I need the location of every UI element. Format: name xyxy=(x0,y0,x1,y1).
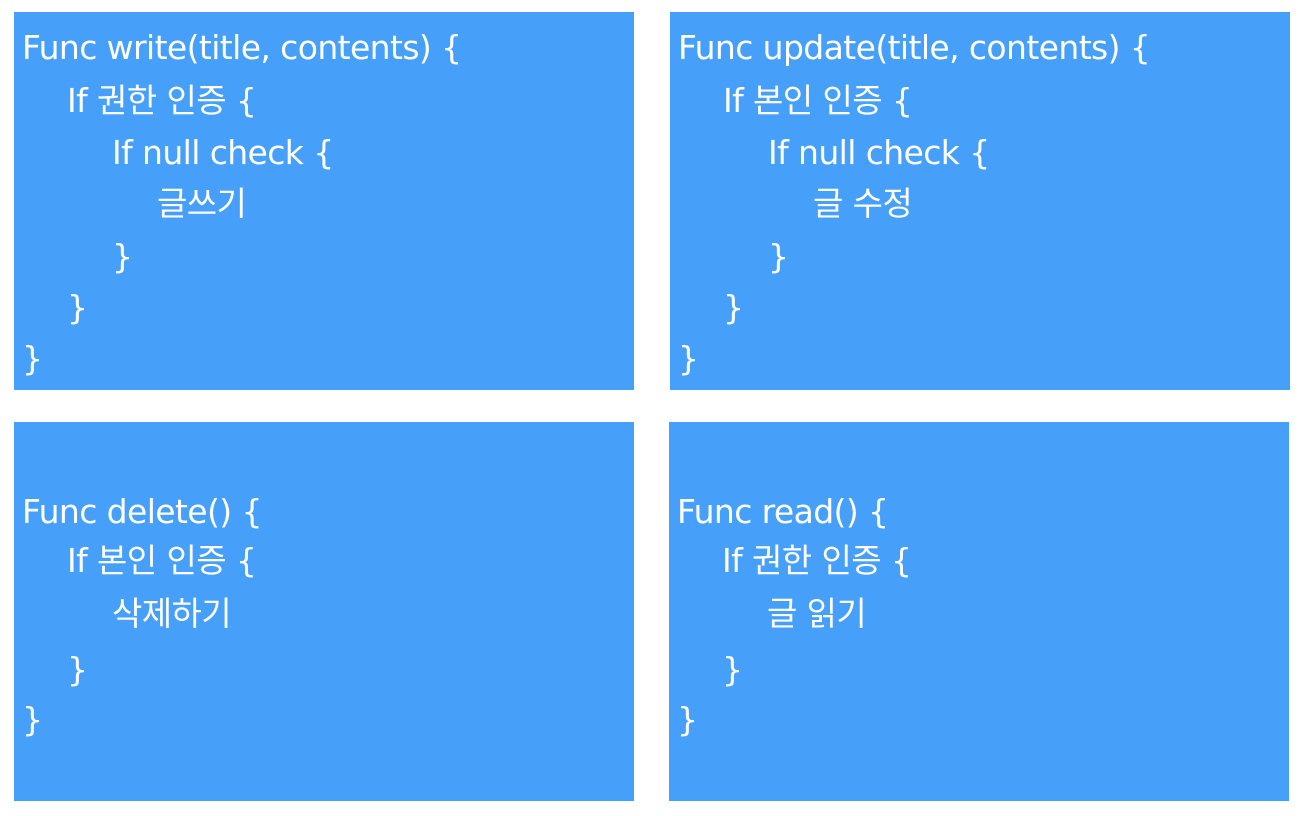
delete-auth-check: If 본인 인증 { xyxy=(67,541,257,580)
delete-auth-check-close: } xyxy=(67,650,88,689)
write-auth-check: If 권한 인증 { xyxy=(67,81,257,120)
write-func-signature: Func write(title, contents) { xyxy=(22,28,462,67)
write-action: 글쓰기 xyxy=(157,184,247,223)
update-func-close: } xyxy=(678,339,699,378)
read-auth-check: If 권한 인증 { xyxy=(722,541,912,580)
read-action: 글 읽기 xyxy=(767,594,867,633)
write-null-check: If null check { xyxy=(112,133,334,172)
read-auth-check-close: } xyxy=(722,650,743,689)
read-func-close: } xyxy=(677,700,698,739)
read-function-panel: Func read() { If 권한 인증 { 글 읽기 } } xyxy=(669,422,1289,801)
write-function-panel: Func write(title, contents) { If 권한 인증 {… xyxy=(14,12,634,390)
write-func-close: } xyxy=(22,339,43,378)
delete-action: 삭제하기 xyxy=(112,594,232,633)
delete-func-close: } xyxy=(22,700,43,739)
update-auth-check: If 본인 인증 { xyxy=(723,81,913,120)
update-func-signature: Func update(title, contents) { xyxy=(678,28,1151,67)
update-action: 글 수정 xyxy=(813,184,913,223)
write-null-check-close: } xyxy=(112,237,133,276)
update-null-check: If null check { xyxy=(768,133,990,172)
update-auth-check-close: } xyxy=(723,288,744,327)
update-function-panel: Func update(title, contents) { If 본인 인증 … xyxy=(670,12,1290,390)
delete-func-signature: Func delete() { xyxy=(22,492,262,531)
delete-function-panel: Func delete() { If 본인 인증 { 삭제하기 } } xyxy=(14,422,634,801)
read-func-signature: Func read() { xyxy=(677,492,889,531)
update-null-check-close: } xyxy=(768,237,789,276)
write-auth-check-close: } xyxy=(67,288,88,327)
